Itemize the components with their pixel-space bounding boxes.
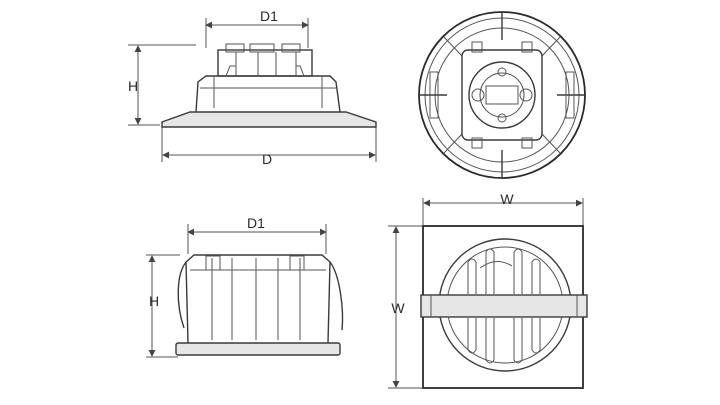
lower-fins [467, 318, 541, 364]
spring-clip-left [177, 261, 187, 329]
inner-housing [461, 49, 543, 141]
dimension-d1-square: D1 [187, 215, 327, 254]
d1-label-square: D1 [247, 215, 265, 231]
square-body [185, 254, 331, 344]
flange [161, 111, 377, 128]
h-label: H [128, 78, 138, 94]
radial-ribs [419, 12, 585, 178]
dimension-d1-round: D1 [205, 8, 309, 48]
housing-body [195, 75, 341, 113]
bezel [175, 342, 341, 356]
driver-box [217, 49, 313, 77]
dimension-w-horizontal: W [422, 191, 584, 226]
d1-label: D1 [260, 8, 278, 24]
dimension-h-round: H [128, 44, 196, 126]
dimension-h-square: H [146, 254, 180, 358]
dimension-d-round: D [161, 125, 377, 167]
dimension-w-vertical: W [388, 225, 422, 389]
w-label-horizontal: W [500, 191, 514, 207]
upper-fins [467, 248, 541, 294]
top-view-round [418, 11, 586, 179]
spring-clip-right [329, 261, 344, 331]
d-label: D [262, 151, 272, 167]
top-view-square: W W [388, 191, 588, 389]
mounting-bar [420, 294, 588, 318]
side-view-square: D1 H [146, 215, 344, 358]
h-label-square: H [149, 293, 159, 309]
w-label-vertical: W [391, 300, 405, 316]
side-view-round: D1 H D [128, 8, 377, 167]
